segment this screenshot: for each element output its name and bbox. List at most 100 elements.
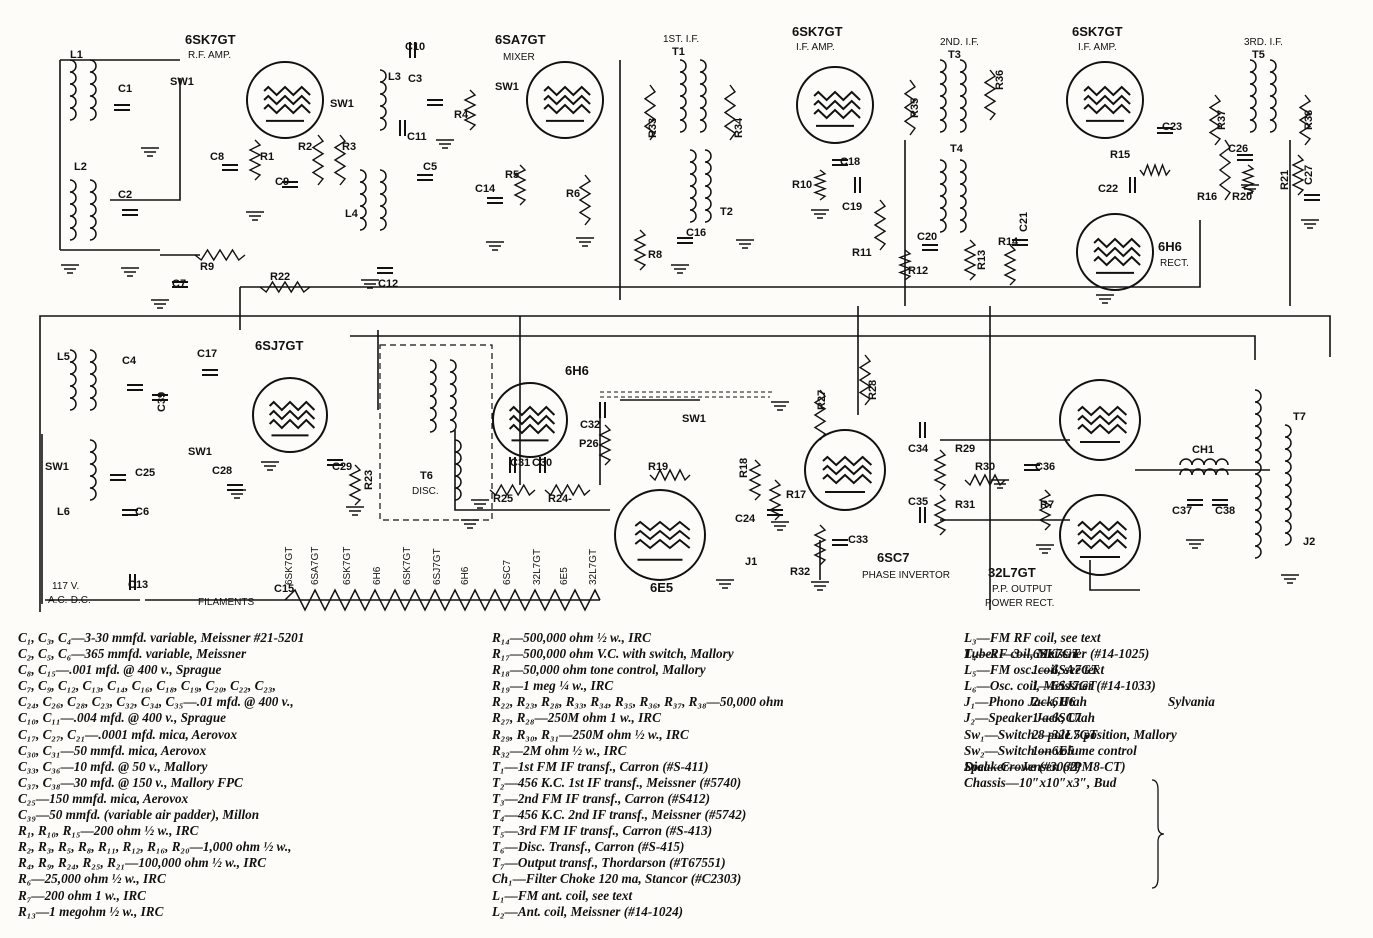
j1-label: J1 (745, 556, 757, 568)
c21-label: C21 (1018, 212, 1030, 232)
l5-coil (89, 349, 97, 411)
r19-label: R19 (648, 461, 668, 473)
parts-list-item: C₂₄, C₂₆, C₂₈, C₂₃, C₃₂, C₃₄, C₃₅—.01 mf… (18, 694, 294, 710)
r18-label: R18 (738, 458, 750, 478)
tube-list-item: 1—6SJ7GT (1032, 678, 1097, 694)
c28-label: C28 (212, 465, 232, 477)
capacitor-28 (539, 457, 546, 473)
r37 (1208, 94, 1222, 146)
v2-func: MIXER (503, 52, 535, 63)
l1-label: L1 (70, 49, 83, 61)
r30 (964, 473, 1006, 487)
parts-list-item: R₄, R₉, R₂₄, R₂₅, R₂₁—100,000 ohm ½ w., … (18, 855, 267, 871)
parts-list-item: Sw₁—Switch 8 pole 5 position, Mallory (964, 726, 1177, 742)
r30-label: R30 (975, 461, 995, 473)
filament-tube-label: 6H6 (460, 566, 471, 585)
tube-list-item: 1—6SA7GT (1032, 662, 1099, 678)
r38-label: R38 (1303, 110, 1315, 130)
c1-label: C1 (118, 83, 132, 95)
r27-label: R27 (816, 390, 828, 410)
ground-symbol (486, 241, 504, 251)
r11-label: R11 (852, 247, 872, 259)
capacitor-2 (427, 99, 443, 106)
r17 (768, 479, 782, 521)
parts-list-item: C₈, C₁₅—.001 mfd. @ 400 v., Sprague (18, 662, 222, 678)
r34-label: R34 (733, 117, 745, 138)
t3-name: T3 (948, 49, 961, 61)
r33-label: R33 (647, 118, 659, 138)
parts-list-item: R₁₃—1 megohm ½ w., IRC (18, 903, 164, 919)
parts-list-item: T₆—Disc. Transf., Carron (#S-415) (492, 839, 685, 855)
t5-desc: 3RD. I.F. (1244, 37, 1283, 48)
c38-label: C38 (1215, 505, 1235, 517)
parts-list-item: C₃₉—50 mmfd. (variable air padder), Mill… (18, 807, 260, 823)
parts-list-item: R₁₄—500,000 ohm ½ w., IRC (492, 630, 651, 645)
parts-list-item: C₂₅—150 mmfd. mica, Aerovox (18, 790, 189, 806)
parts-list-item: L₁—FM ant. coil, see text (492, 887, 633, 903)
parts-list-item: R₁₈—50,000 ohm tone control, Mallory (492, 662, 706, 678)
tube-v10a (1059, 379, 1141, 461)
r32-label: R32 (790, 566, 810, 578)
v3-type: 6SK7GT (792, 24, 843, 39)
t7-secondary (1284, 424, 1292, 546)
parts-list-item: R₁₉—1 meg ¼ w., IRC (492, 678, 614, 694)
r6 (578, 174, 592, 226)
power-line2: A.C.-D.C. (48, 595, 91, 606)
tube-v9 (804, 429, 886, 511)
capacitor-16 (832, 159, 848, 166)
ground-symbol (716, 579, 734, 589)
ground-symbol (1281, 574, 1299, 584)
capacitor-36 (1212, 499, 1228, 506)
c24-label: C24 (735, 513, 756, 525)
receiver-schematic: 6SK7GT R.F. AMP. 6SA7GT MIXER 6SK7GT I.F… (39, 24, 1331, 612)
c8-label: C8 (210, 151, 224, 163)
c7-label: C7 (172, 278, 186, 290)
sw1-label: SW1 (188, 446, 212, 458)
tube-brand: Sylvania (1168, 694, 1215, 710)
parts-list-item: R₂₇, R₂₈—250M ohm 1 w., IRC (492, 710, 661, 726)
ground-symbol (736, 239, 754, 249)
c22-label: C22 (1098, 183, 1118, 195)
parts-list-item: T₅—3rd FM IF transf., Carron (#S-413) (492, 823, 713, 839)
r2 (311, 134, 325, 186)
c27-label: C27 (1303, 165, 1315, 185)
parts-list-col1: C₁, C₃, C₄—3-30 mmfd. variable, Meissner… (18, 630, 304, 920)
r23-label: R23 (363, 470, 375, 490)
r1 (248, 139, 262, 181)
capacitor-8 (282, 181, 298, 188)
sw1-label: SW1 (495, 81, 519, 93)
ground-symbol (811, 581, 829, 591)
capacitor-0 (114, 104, 130, 111)
r37-label: R37 (1216, 110, 1228, 130)
ground-symbol (471, 499, 489, 509)
r21 (1291, 154, 1305, 196)
t2-coil-b (704, 149, 712, 223)
c34-label: C34 (908, 443, 929, 455)
tube-v2 (526, 61, 604, 139)
c9-label: C9 (275, 176, 289, 188)
filament-tube-label: 6SK7GT (342, 547, 353, 585)
c16-label: C16 (686, 227, 706, 239)
t2-coil-a (689, 149, 697, 223)
r15 (1139, 163, 1171, 177)
ch1-choke (1179, 458, 1229, 466)
l5-label: L5 (57, 351, 70, 363)
r1-label: R1 (260, 151, 274, 163)
r4 (463, 89, 477, 131)
ground-symbol (771, 401, 789, 411)
parts-list-item: R₂₉, R₃₀, R₃₁—250M ohm ½ w., IRC (492, 726, 689, 742)
parts-list-item: C₃₃, C₃₆—10 mfd. @ 50 v., Mallory (18, 758, 208, 774)
sw1-label: SW1 (45, 461, 69, 473)
t2-name: T2 (720, 206, 733, 218)
r3 (333, 134, 347, 186)
capacitor-18 (922, 244, 938, 251)
ground-symbol (771, 521, 789, 531)
parts-list-item: T₇—Output transf., Thordarson (#T67551) (492, 855, 726, 871)
parts-list-item: T₃—2nd FM IF transf., Carron (#S412) (492, 790, 710, 806)
r13 (963, 239, 977, 281)
parts-list-item: T₄—456 K.C. 2nd IF transf., Meissner (#5… (492, 807, 747, 823)
r35-label: R35 (909, 98, 921, 118)
v8-type: 6E5 (650, 580, 673, 595)
t5-coil-b (1269, 59, 1277, 133)
v1-type: 6SK7GT (185, 32, 236, 47)
